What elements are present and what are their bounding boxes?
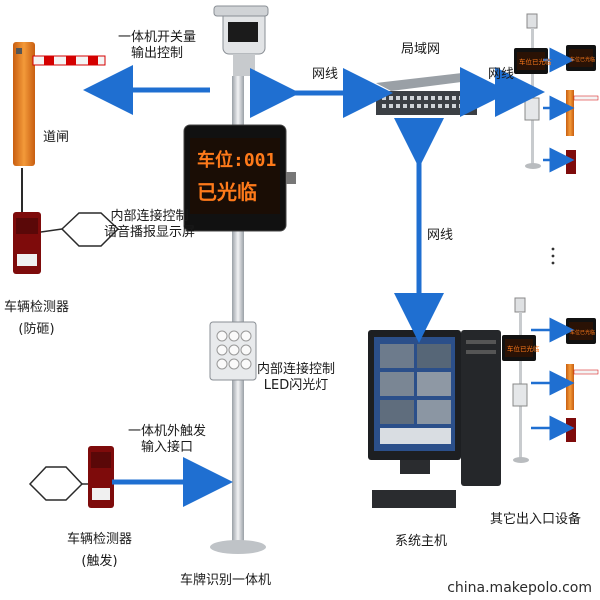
led-line-2: 已光临 [197,180,257,204]
led-flash-light [209,321,257,381]
remote-screen-text-1: 车位已光临 [519,57,552,66]
label-host: 系统主机 [395,534,448,549]
label-network-cable-2: 网线 [488,67,515,82]
barrier-gate [13,42,106,166]
loop-coil-bottom [28,466,84,501]
lan-switch [376,73,477,115]
host-tower [461,330,501,486]
label-lpr-unit: 车牌识别一体机 [180,573,272,588]
remote-screen-text-2: 车位已光临 [570,56,595,63]
led-line-1: 车位:001 [197,149,276,171]
remote-gate-top [566,90,599,136]
remote-detector-bottom [566,418,576,442]
label-internal-voice: 内部连接控制 语音播报显示屏 [104,209,196,240]
label-internal-led: 内部连接控制 LED闪光灯 [257,362,336,393]
host-monitor [368,330,461,508]
label-vehicle-detector-bottom: 车辆检测器 (触发) [67,532,133,569]
remote-gate-bottom [566,364,599,410]
led-display-box [183,124,296,232]
label-vehicle-detector-top: 车辆检测器 (防砸) [4,300,70,337]
connection-arrows [83,65,545,507]
remote-arrows [531,47,575,441]
label-controller-out: 一体机开关量 输出控制 [118,30,197,61]
camera-unit [213,5,269,76]
label-barrier-gate: 道闸 [43,130,70,145]
label-lan: 局域网 [401,42,441,57]
remote-screen-text-4: 车位已光临 [570,329,595,336]
label-other-gates: 其它出入口设备 [490,512,582,527]
ellipsis-dots [551,247,555,265]
remote-detector-top [566,150,576,174]
loop-coil-top [60,212,120,247]
remote-pole-bottom [502,297,536,463]
label-external-trigger: 一体机外触发 输入接口 [128,424,207,455]
remote-screen-text-3: 车位已光临 [507,344,540,353]
label-network-cable-3: 网线 [427,228,454,243]
label-network-cable-1: 网线 [312,67,339,82]
vehicle-detector-top-device [13,212,41,274]
watermark: china.makepolo.com [447,580,592,596]
vehicle-detector-bottom-device [88,446,114,508]
pole-base [210,540,266,554]
